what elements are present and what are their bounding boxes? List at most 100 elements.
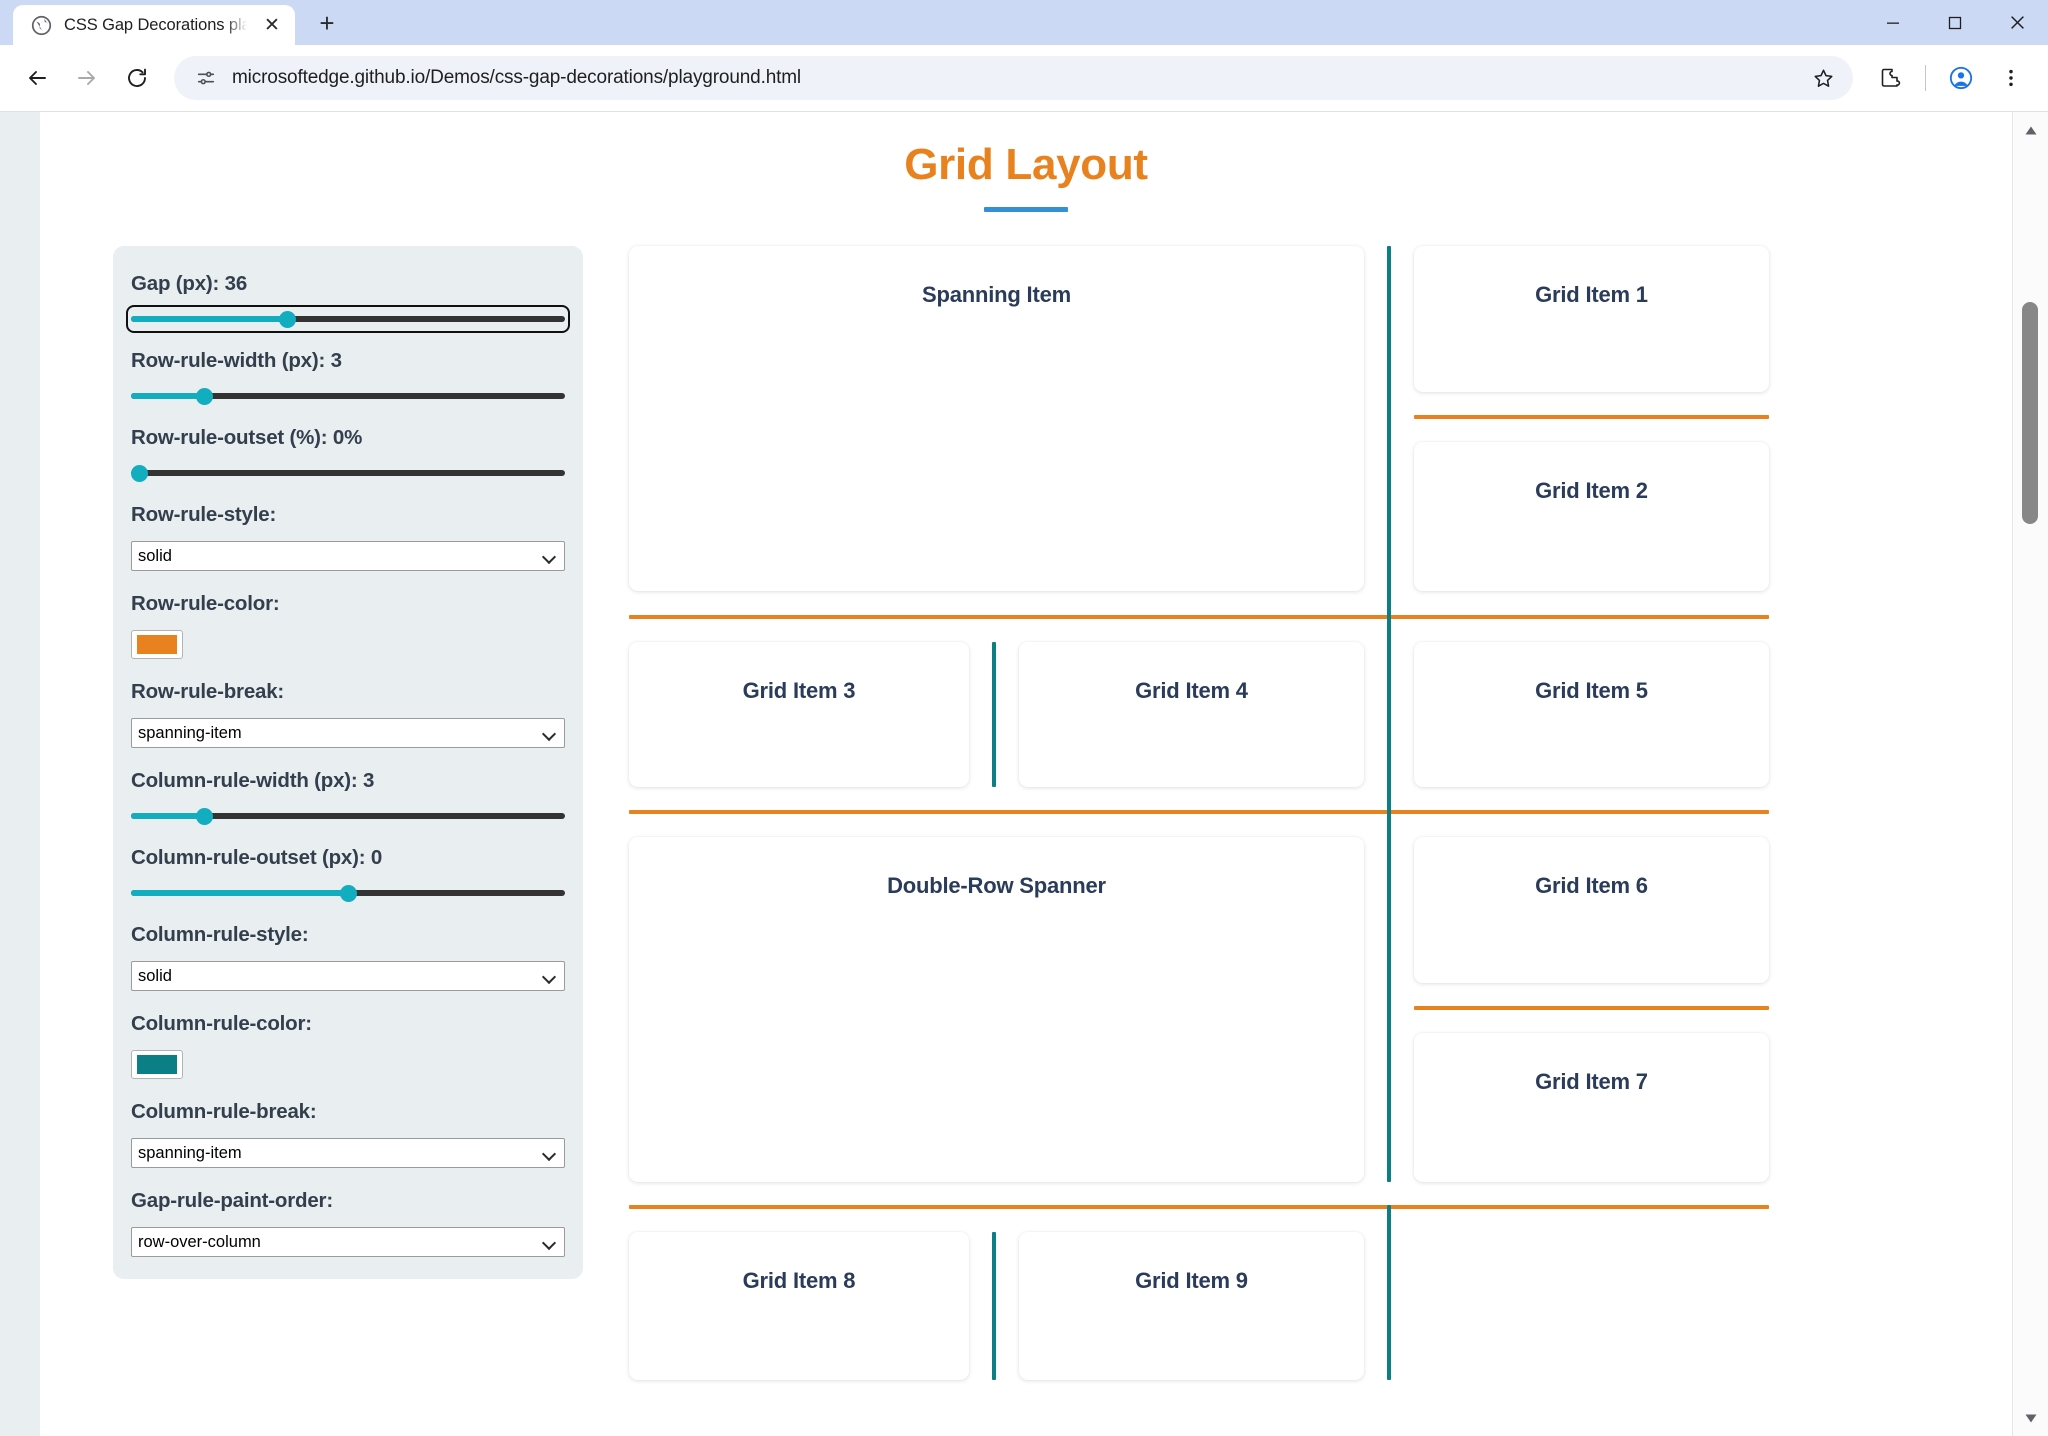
grid-item-5: Grid Item 5 [1414,642,1769,787]
column-rule-break-label: Column-rule-break: [131,1100,317,1123]
row-rule-right-2 [1414,1006,1769,1010]
window-controls [1862,0,2048,45]
control-row-rule-outset: Row-rule-outset (%): 0% [131,426,565,482]
slider-thumb[interactable] [196,808,214,825]
back-button[interactable] [14,55,60,101]
control-gap-rule-paint-order: Gap-rule-paint-order: row-over-column [131,1189,565,1257]
page-body: Gap (px): 36 Row-rule-width (px): 3 [80,246,1972,1380]
row-rule-color-swatch[interactable] [131,630,183,659]
grid-item-3: Grid Item 3 [629,642,969,787]
maximize-icon[interactable] [1924,0,1986,45]
cell-label: Grid Item 3 [742,678,856,703]
row-rule-outset-label: Row-rule-outset (%): 0% [131,426,363,449]
url-text: microsoftedge.github.io/Demos/css-gap-de… [232,67,801,88]
slider-track [131,813,565,819]
control-column-rule-style: Column-rule-style: solid [131,923,565,991]
row-rule-outset-slider[interactable] [131,464,565,482]
gap-rule-paint-order-select[interactable]: row-over-column [131,1227,565,1257]
scrollbar-thumb[interactable] [2022,302,2038,524]
close-window-icon[interactable] [1986,0,2048,45]
tab-title: CSS Gap Decorations playground [64,15,247,34]
grid-item-9: Grid Item 9 [1019,1232,1364,1380]
page-content: Grid Layout Gap (px): 36 Row-rule-wi [40,112,2012,1436]
column-rule-color-swatch[interactable] [131,1050,183,1079]
address-bar[interactable]: microsoftedge.github.io/Demos/css-gap-de… [174,56,1853,100]
cell-label: Grid Item 1 [1535,282,1648,307]
column-rule-mid-2 [992,1232,996,1380]
slider-fill [131,890,348,896]
column-rule-style-select[interactable]: solid [131,961,565,991]
three-dots-vertical-icon[interactable] [1988,55,2034,101]
account-circle-icon[interactable] [1938,55,1984,101]
control-column-rule-outset: Column-rule-outset (px): 0 [131,846,565,902]
column-rule-color-label: Column-rule-color: [131,1012,312,1035]
cell-label: Grid Item 8 [742,1268,856,1293]
controls-panel: Gap (px): 36 Row-rule-width (px): 3 [113,246,583,1279]
row-rule-style-label: Row-rule-style: [131,503,277,526]
column-rule-width-label: Column-rule-width (px): 3 [131,769,375,792]
tune-icon[interactable] [194,66,218,90]
row-rule-break-label: Row-rule-break: [131,680,285,703]
window-edge-gutter [0,112,40,1436]
tab-strip: CSS Gap Decorations playground ✕ + [0,0,2048,45]
page-scrollbar[interactable] [2012,112,2048,1436]
cell-label: Grid Item 7 [1535,1069,1648,1094]
reload-button[interactable] [114,55,160,101]
control-column-rule-width: Column-rule-width (px): 3 [131,769,565,825]
control-row-rule-color: Row-rule-color: [131,592,565,659]
slider-track [131,393,565,399]
page-viewport: Grid Layout Gap (px): 36 Row-rule-wi [0,111,2048,1436]
swatch-fill [137,1055,177,1074]
control-column-rule-color: Column-rule-color: [131,1012,565,1079]
browser-tab[interactable]: CSS Gap Decorations playground ✕ [13,5,295,45]
minimize-icon[interactable] [1862,0,1924,45]
slider-track [131,470,565,476]
grid-demo: Spanning Item Grid Item 1 Grid Item 2 Grid … [629,246,1964,1380]
column-rule-main-2 [1387,1205,1391,1380]
slider-thumb[interactable] [131,465,149,482]
control-row-rule-style: Row-rule-style: solid [131,503,565,571]
star-icon[interactable] [1801,56,1845,100]
control-row-rule-width: Row-rule-width (px): 3 [131,349,565,405]
slider-fill [131,813,205,819]
browser-toolbar: microsoftedge.github.io/Demos/css-gap-de… [0,45,2048,111]
column-rule-break-select[interactable]: spanning-item [131,1138,565,1168]
forward-button[interactable] [64,55,110,101]
grid-item-7: Grid Item 7 [1414,1033,1769,1182]
column-rule-outset-slider[interactable] [131,884,565,902]
control-row-rule-break: Row-rule-break: spanning-item [131,680,565,748]
column-rule-main [1387,246,1391,1182]
slider-thumb[interactable] [339,885,357,902]
close-icon[interactable]: ✕ [264,14,280,36]
cell-label: Spanning Item [922,282,1071,307]
cell-label: Grid Item 4 [1135,678,1248,703]
toolbar-divider [1925,65,1926,91]
control-column-rule-break: Column-rule-break: spanning-item [131,1100,565,1168]
extensions-icon[interactable] [1867,55,1913,101]
cell-label: Grid Item 6 [1535,873,1648,898]
column-rule-outset-label: Column-rule-outset (px): 0 [131,846,383,869]
scroll-up-arrow-icon[interactable] [2013,112,2048,148]
row-rule-full-3 [629,1205,1769,1209]
swatch-fill [137,635,177,654]
scroll-down-arrow-icon[interactable] [2013,1400,2048,1436]
row-rule-width-slider[interactable] [131,387,565,405]
row-rule-full-1 [629,615,1769,619]
row-rule-style-select[interactable]: solid [131,541,565,571]
cell-label: Grid Item 2 [1535,478,1648,503]
slider-thumb[interactable] [278,311,296,328]
row-rule-break-select[interactable]: spanning-item [131,718,565,748]
column-rule-width-slider[interactable] [131,807,565,825]
slider-thumb[interactable] [196,388,214,405]
column-rule-mid-1 [992,642,996,787]
slider-track [131,316,565,322]
slider-fill [131,316,288,322]
grid-item-4: Grid Item 4 [1019,642,1364,787]
spanning-item: Spanning Item [629,246,1364,591]
row-rule-full-2 [629,810,1769,814]
new-tab-button[interactable]: + [319,7,335,38]
gap-rule-paint-order-label: Gap-rule-paint-order: [131,1189,333,1212]
double-row-spanner: Double-Row Spanner [629,837,1364,1182]
gap-slider[interactable] [126,305,570,333]
